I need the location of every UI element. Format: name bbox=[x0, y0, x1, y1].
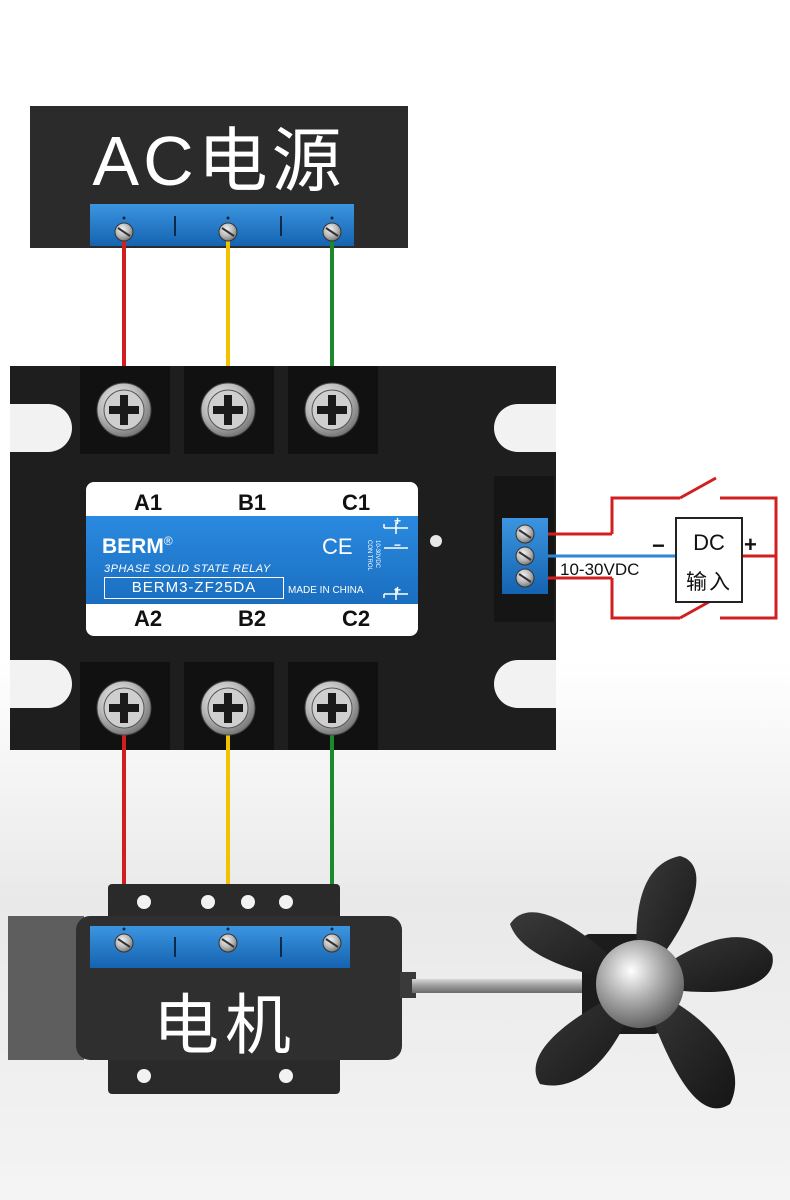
fan bbox=[510, 856, 773, 1109]
fan-hub bbox=[596, 940, 684, 1028]
dc-input-line1: DC bbox=[693, 530, 725, 555]
control-plus-bottom: + bbox=[394, 583, 402, 597]
relay-body bbox=[10, 366, 556, 750]
dc-voltage-label: 10-30VDC bbox=[560, 560, 640, 579]
terminal-label-c1: C1 bbox=[341, 490, 371, 515]
control-minus: − bbox=[394, 538, 402, 552]
terminal-label-b2: B2 bbox=[237, 606, 267, 631]
dc-plus-sign: + bbox=[744, 532, 757, 557]
ce-mark: CE bbox=[322, 534, 353, 559]
mount-slot-left-top bbox=[10, 404, 72, 452]
switch-top bbox=[679, 476, 717, 500]
mount-slot-right-bottom bbox=[494, 660, 556, 708]
dc-minus-sign: − bbox=[652, 533, 665, 558]
status-led bbox=[430, 535, 442, 547]
dc-input-line2: 输入 bbox=[686, 571, 732, 594]
relay-subtitle: 3PHASE SOLID STATE RELAY bbox=[104, 563, 271, 575]
control-plus-top: + bbox=[394, 514, 402, 528]
ac-terminal-strip bbox=[90, 204, 354, 246]
motor-terminal-strip bbox=[90, 926, 350, 968]
terminal-label-a1: A1 bbox=[133, 490, 163, 515]
relay-model: BERM3-ZF25DA bbox=[104, 577, 284, 599]
ac-source-title: AC电源 bbox=[92, 121, 346, 200]
control-bracket-symbol bbox=[383, 522, 408, 600]
mount-slot-right-top bbox=[494, 404, 556, 452]
control-label-2: 10-30VDC bbox=[374, 540, 380, 569]
dc-input-box bbox=[675, 517, 743, 603]
terminal-label-a2: A2 bbox=[133, 606, 163, 631]
control-label-1: CON TROL bbox=[366, 540, 372, 571]
motor-title: 电机 bbox=[153, 988, 297, 1062]
relay-brand-name: BERM bbox=[102, 535, 164, 558]
dc-input-wiring bbox=[548, 476, 778, 620]
motor-endcap bbox=[8, 916, 84, 1060]
registered-mark: ® bbox=[163, 534, 173, 548]
control-terminal-strip bbox=[502, 518, 548, 594]
mount-slot-left-bottom bbox=[10, 660, 72, 708]
terminal-label-b1: B1 bbox=[237, 490, 267, 515]
relay-made-in: MADE IN CHINA bbox=[288, 585, 364, 596]
relay-brand: BERM® bbox=[102, 534, 173, 559]
relay-label-band bbox=[86, 516, 418, 604]
terminal-label-c2: C2 bbox=[341, 606, 371, 631]
